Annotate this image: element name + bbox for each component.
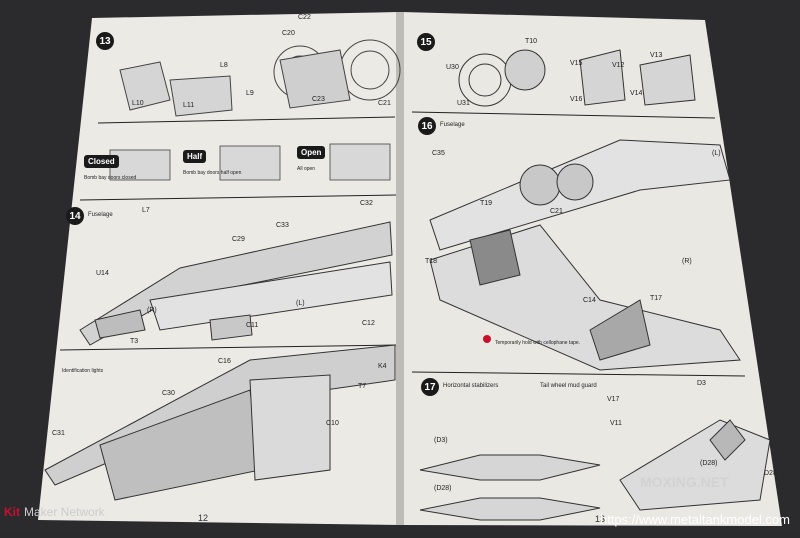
step13-drawing — [119, 39, 401, 117]
step17-number: 17 — [421, 378, 439, 396]
part-label-v15: V15 — [570, 60, 583, 67]
bomb-bay-open-badge: Open — [297, 146, 326, 159]
part-label-t19: T19 — [480, 200, 493, 207]
kit-maker-network-text: Maker Network — [24, 505, 105, 519]
step17-title: Horizontal stabilizers — [443, 383, 499, 389]
part-label-c31: C31 — [52, 430, 65, 437]
bomb-bay-half-text: Bomb bay doors half open — [183, 170, 242, 176]
step14-title: Fuselage — [88, 212, 113, 218]
fuselage-left-label: (L) — [296, 300, 305, 307]
part-label-t18: T18 — [425, 258, 438, 265]
bomb-bay-closed-text: Bomb bay doors closed — [84, 175, 137, 181]
part-label-l9: L9 — [246, 90, 254, 97]
part-label-l7: L7 — [142, 207, 150, 214]
part-label-u30: U30 — [446, 64, 459, 71]
part-label-v16: V16 — [570, 96, 583, 103]
bomb-bay-open-text: All open — [297, 166, 316, 172]
stab-label-d28b: (D28) — [700, 460, 718, 467]
bomb-bay-diagrams — [109, 143, 391, 181]
step17-stabilizers — [419, 419, 771, 521]
part-label-u14: U14 — [96, 270, 109, 277]
part-label-c21b: C21 — [550, 208, 563, 215]
part-label-c23: C23 — [312, 96, 325, 103]
part-label-v12: V12 — [612, 62, 625, 69]
stab-label-d28: (D28) — [434, 485, 452, 492]
part-label-t3: T3 — [130, 338, 139, 345]
left-page-number: 12 — [198, 513, 209, 523]
step15-number: 15 — [417, 33, 435, 51]
bomb-bay-closed-badge: Closed — [84, 155, 119, 168]
part-label-v14: V14 — [630, 90, 643, 97]
step16-fuselage — [429, 139, 741, 371]
part-label-c20: C20 — [282, 30, 295, 37]
part-label-l10: L10 — [132, 100, 144, 107]
part-label-u31: U31 — [457, 100, 470, 107]
part-label-t7: T7 — [358, 383, 367, 390]
step16-title: Fuselage — [440, 122, 465, 128]
step14-lower-fuselage — [44, 344, 396, 501]
right-page — [402, 12, 782, 526]
kit-maker-network-watermark: Kit — [4, 505, 20, 519]
part-label-c30: C30 — [162, 390, 175, 397]
part-label-c29: C29 — [232, 236, 245, 243]
watermark-brand: Kit — [4, 505, 20, 519]
step17-subtitle: Tail wheel mud guard — [540, 383, 597, 389]
stab-label-d3: (D3) — [434, 437, 448, 444]
part-label-k4: K4 — [378, 363, 387, 370]
part-label-v11: V11 — [610, 420, 622, 427]
part-label-t17: T17 — [650, 295, 663, 302]
step14-number: 14 — [66, 207, 84, 225]
bomb-bay-half-badge: Half — [183, 150, 207, 163]
part-label-v17: V17 — [607, 396, 620, 403]
tape-note: Temporarily hold with cellophane tape. — [495, 340, 581, 346]
fuselage-right-label-right: (R) — [682, 258, 692, 265]
moxing-watermark: MOXING.NET — [640, 474, 729, 490]
part-label-c16: C16 — [218, 358, 231, 365]
part-label-t10: T10 — [525, 38, 538, 45]
part-label-c22: C22 — [298, 14, 311, 21]
part-label-c11: C11 — [246, 322, 259, 329]
part-label-c32: C32 — [360, 200, 373, 207]
part-label-c14: C14 — [583, 297, 596, 304]
part-label-c12: C12 — [362, 320, 375, 327]
part-label-d3: D3 — [697, 380, 706, 387]
part-label-l8: L8 — [220, 62, 228, 69]
fuselage-left-label-right: (L) — [712, 150, 721, 157]
part-label-c35: C35 — [432, 150, 445, 157]
part-label-c10: C10 — [326, 420, 339, 427]
part-label-d28: D28 — [764, 470, 777, 477]
step15-drawing — [458, 49, 696, 107]
part-label-l11: L11 — [183, 102, 195, 109]
part-label-c33: C33 — [276, 222, 289, 229]
part-label-v13: V13 — [650, 52, 663, 59]
right-page-number: 13 — [595, 514, 606, 524]
step13-number: 13 — [96, 32, 114, 50]
metaltankmodel-watermark: https://www.metaltankmodel.com — [599, 512, 790, 527]
step14-fuselage — [79, 221, 393, 346]
ident-lights-label: Identification lights — [62, 368, 104, 374]
step16-number: 16 — [418, 117, 436, 135]
fuselage-right-label: (R) — [147, 307, 157, 314]
part-label-c21: C21 — [378, 100, 391, 107]
